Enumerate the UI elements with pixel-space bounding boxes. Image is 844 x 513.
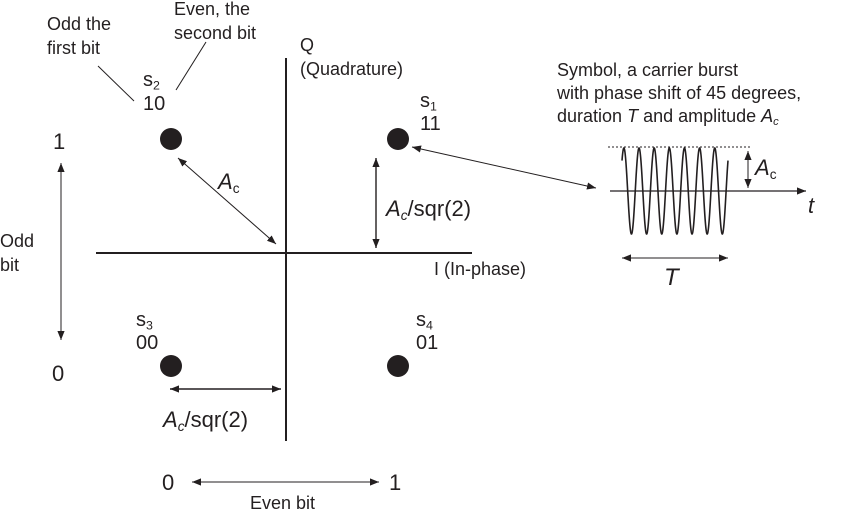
even-bit-zero: 0 [162,470,175,495]
constellation-point-s3 [160,355,182,377]
point-bits-s1: 11 [420,113,441,135]
waveform-time-label: t [808,193,815,218]
odd-bit-one: 1 [53,129,66,154]
even-note-line1: Even, the [174,0,251,19]
point-label-s2: s2 [143,69,160,93]
even-bit-one: 1 [389,470,402,495]
even-note-pointer [175,41,207,91]
symbol-description-line1: Symbol, a carrier burst [557,60,739,80]
point-label-s3: s3 [136,309,153,333]
waveform-amplitude-label: Ac [755,155,777,182]
q-axis-label: Q [300,35,315,55]
amplitude-horizontal-label: Ac/sqr(2) [163,407,249,434]
odd-bit-label-line1: Odd [0,231,35,251]
symbol-pointer-arrow [411,145,597,190]
amplitude-diagonal-label: Ac [218,169,240,196]
amplitude-vertical-label: Ac/sqr(2) [386,196,472,223]
odd-note-pointer [97,65,135,102]
q-axis-sublabel: (Quadrature) [300,59,404,79]
constellation-point-s2 [160,128,182,150]
symbol-description-line3: duration T and amplitude Ac [557,106,779,129]
amplitude-diagonal-arrow [177,157,277,245]
odd-bit-label-line2: bit [0,255,20,275]
i-axis-label: I (In-phase) [434,259,527,279]
constellation-point-s4 [387,355,409,377]
symbol-description-line2: with phase shift of 45 degrees, [557,83,802,103]
carrier-burst-wave [621,147,729,235]
odd-note-line1: Odd the [47,14,112,34]
point-bits-s2: 10 [143,93,166,115]
point-label-s1: s1 [420,90,437,114]
even-bit-label: Even bit [250,493,316,513]
point-bits-s3: 00 [136,332,159,354]
waveform-duration-label: T [664,264,679,291]
even-note-line2: second bit [174,23,257,43]
point-bits-s4: 01 [416,332,439,354]
odd-bit-zero: 0 [52,361,65,386]
point-label-s4: s4 [416,309,433,333]
constellation-point-s1 [387,128,409,150]
odd-note-line2: first bit [47,38,101,58]
